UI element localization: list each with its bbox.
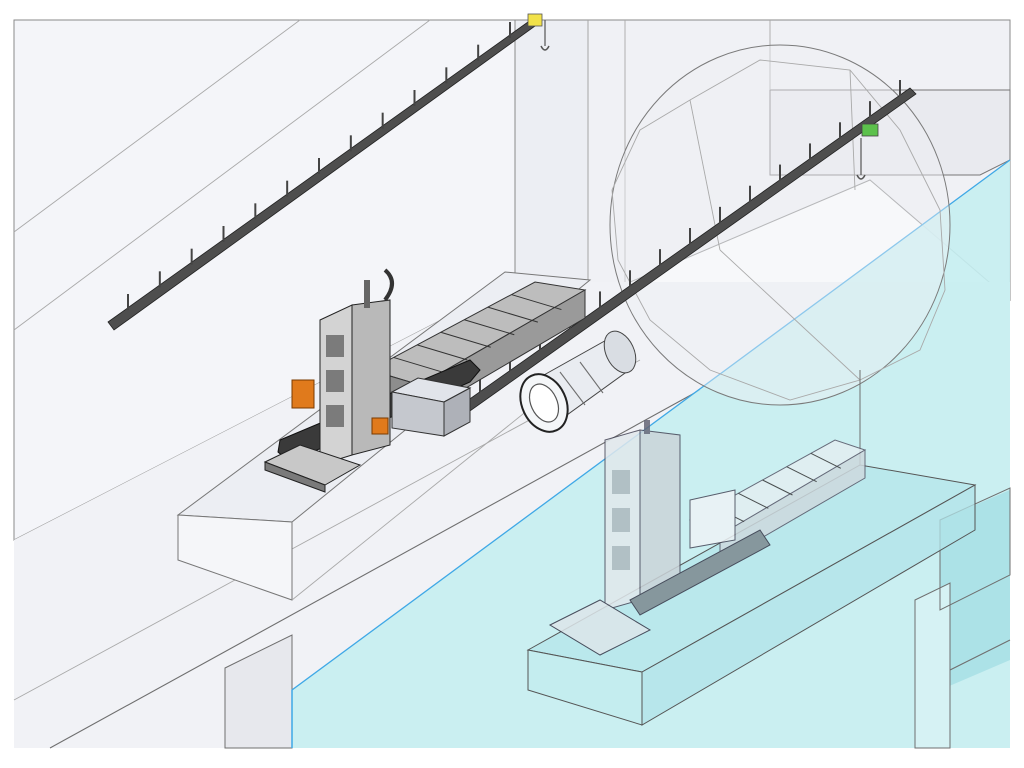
wall-diagonal-1 [13, 19, 301, 233]
wall-diagonal-2 [13, 19, 431, 331]
ring-back-face [603, 330, 637, 374]
reflection-mast [644, 420, 650, 434]
deck-segment-line [464, 319, 515, 336]
reflection-tower-side [639, 429, 681, 601]
reflection-box [689, 489, 736, 549]
tunnel-segment-ring-icon [519, 330, 637, 433]
deck-segment-line [440, 331, 491, 348]
hoist-hook [856, 174, 866, 180]
tbm-tower-window [326, 405, 344, 427]
portal-facet-line-2 [719, 249, 861, 381]
deck-segment-line [393, 356, 444, 373]
tbm-tower-window [326, 335, 344, 357]
tbm-arm [383, 268, 394, 302]
rail-hangers-left [127, 22, 511, 310]
deck-segment-line [487, 306, 539, 323]
deck-segment-line [416, 344, 468, 361]
hoist-trolley-icon [861, 123, 879, 137]
crane-rail-right [439, 80, 917, 429]
water-step-line [949, 639, 1011, 671]
ring-joint [559, 371, 586, 406]
tbm-mast [364, 280, 370, 308]
deck-segments [393, 294, 562, 373]
hoist-hook [540, 45, 550, 51]
deck-segment-line [738, 492, 769, 509]
tbm-orange-unit [371, 417, 389, 435]
reflection-window [612, 508, 630, 532]
ring-joint [579, 361, 604, 394]
back-wall-column [514, 19, 589, 301]
reflection-crawler [629, 529, 771, 616]
portal-facet-right [689, 59, 946, 381]
portal-facet-line-1 [689, 99, 721, 251]
deck-segment-line [810, 452, 842, 469]
water-step-2 [939, 487, 1011, 611]
deck-segment-line [762, 479, 793, 496]
deck-segment-line [786, 466, 817, 483]
tbm-equipment-box-side [443, 387, 471, 437]
submerged-pedestal [526, 370, 977, 726]
floor-line-1 [49, 389, 701, 749]
tbm-tower-window [326, 370, 344, 392]
tbm-tower-side [351, 299, 391, 456]
pedestal-side [641, 484, 976, 726]
reflection-window [612, 470, 630, 494]
tunnel-boring-machine-icon [263, 268, 587, 493]
tbm-front-plate-edge [264, 461, 326, 493]
machine-reflection-icon [548, 420, 867, 656]
deck-segment-line [511, 294, 562, 311]
reflection-segments [713, 452, 842, 523]
tbm-orange-unit [291, 379, 315, 409]
crane-rail-left [107, 13, 550, 331]
reflection-front-plate [548, 599, 652, 656]
reflection-window [612, 546, 630, 570]
water-step-1 [914, 582, 951, 749]
ring-front-hole [528, 383, 560, 423]
hoist-trolley-icon [527, 13, 543, 27]
